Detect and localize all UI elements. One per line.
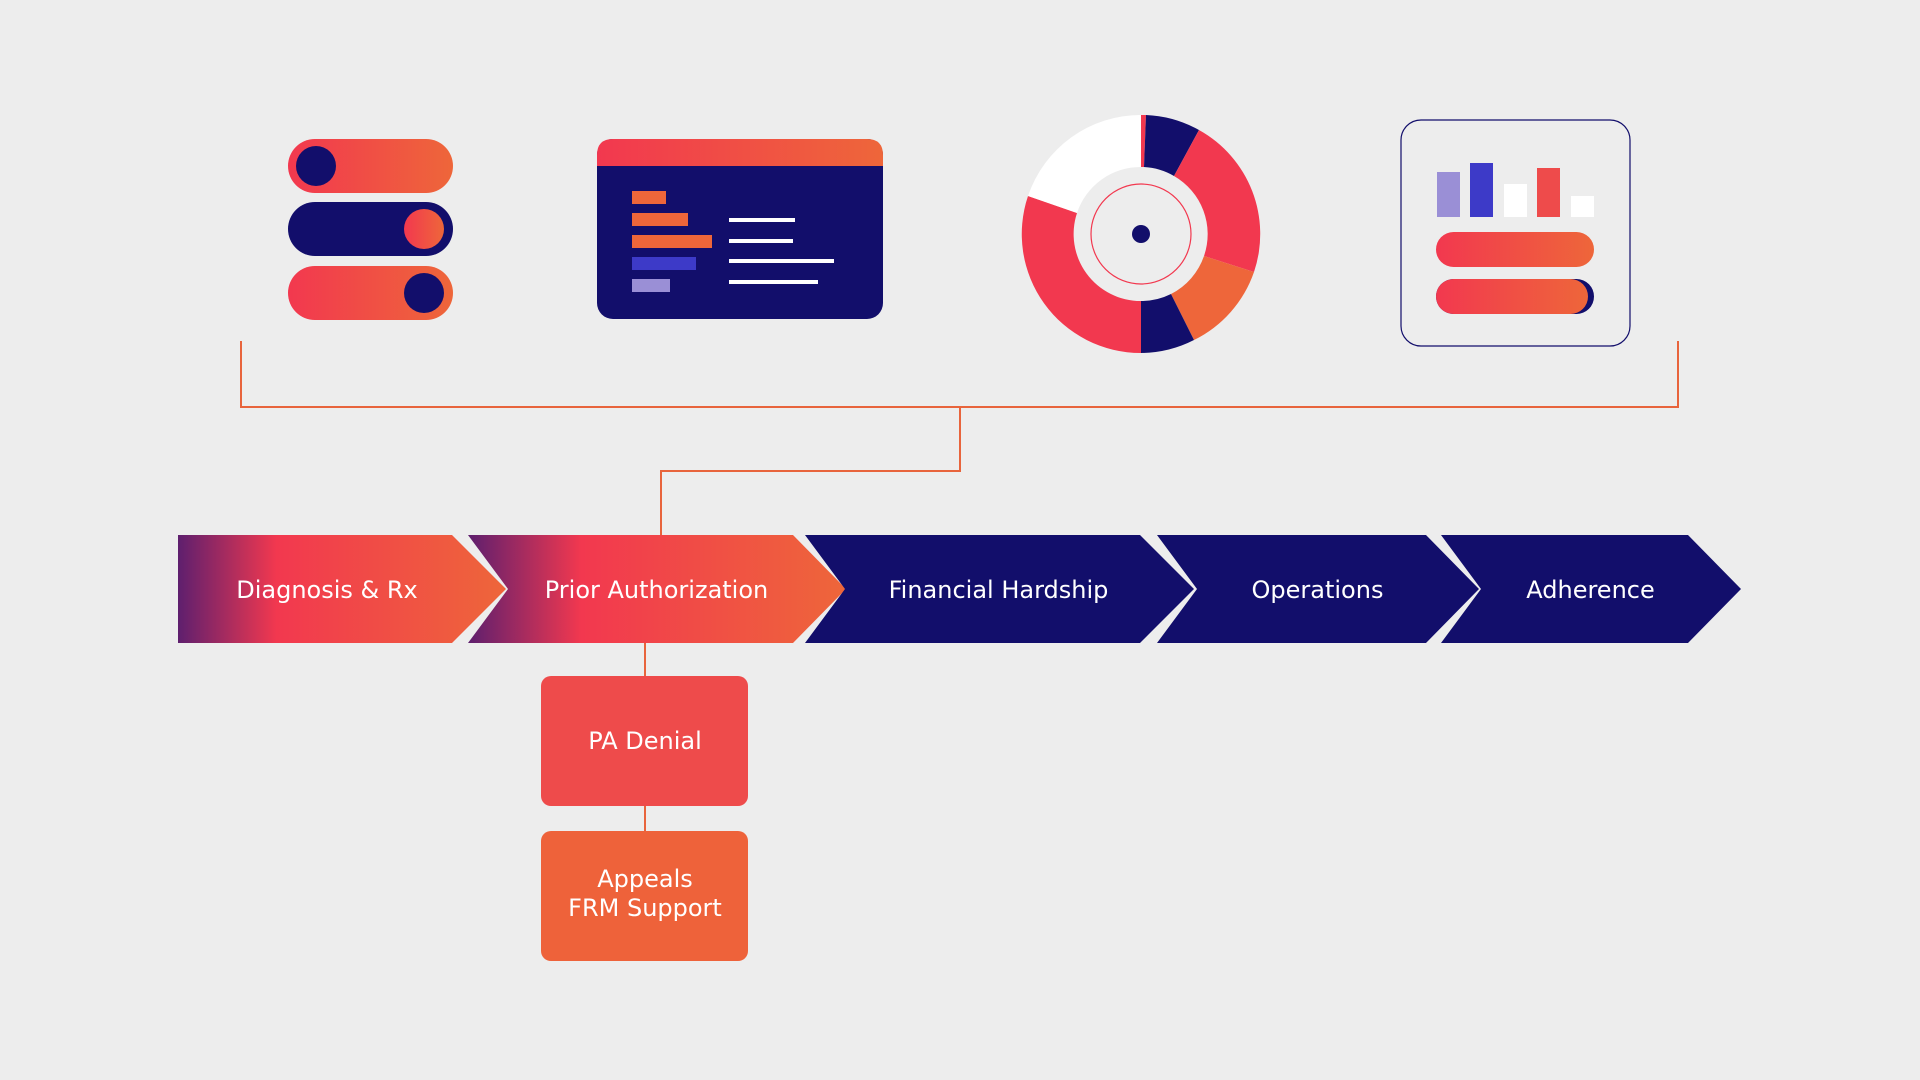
bracket-connector [240, 341, 1679, 832]
card-bar [1437, 172, 1460, 217]
sub-step-label-line2: FRM Support [568, 894, 722, 922]
dashboard-panel-icon [597, 139, 883, 319]
bracket-stem [660, 407, 961, 536]
donut-segment [1141, 114, 1146, 167]
stage-label: Diagnosis & Rx [236, 576, 418, 604]
stage-label: Operations [1252, 576, 1384, 604]
sub-step-label-line1: Appeals [597, 865, 693, 893]
donut-segment [1021, 196, 1141, 354]
panel-bar [632, 279, 670, 292]
donut-chart-icon [1021, 114, 1261, 354]
stage-chevron: Operations [1157, 535, 1479, 643]
panel-text-line [729, 239, 793, 243]
panel-text-line [729, 259, 834, 263]
toggle-knob-top [296, 146, 336, 186]
card-bar [1504, 184, 1527, 217]
panel-bar [632, 191, 666, 204]
bracket-line [240, 341, 1679, 408]
donut-inner-ring [1090, 183, 1192, 285]
panel-text-line [729, 218, 795, 222]
sub-step-1: PA Denial [541, 676, 748, 806]
toggle-knob-bottom [404, 273, 444, 313]
pa-denial-box [541, 676, 748, 806]
stage-label: Adherence [1526, 576, 1654, 604]
stage-chevron: Financial Hardship [805, 535, 1194, 643]
panel-text-line [729, 280, 818, 284]
bar-chart-card-icon [1400, 119, 1631, 347]
donut-segment [1144, 115, 1199, 176]
stage-label: Prior Authorization [545, 576, 769, 604]
panel-body [597, 139, 883, 319]
toggle-switches-icon [288, 139, 453, 320]
stage-chevron-shape [1441, 535, 1741, 643]
panel-bar [632, 213, 688, 226]
stage-chevron: Prior Authorization [468, 535, 846, 643]
panel-bar [632, 257, 696, 270]
card-bar [1571, 196, 1594, 217]
panel-bar [632, 235, 712, 248]
stage-chevron-shape [805, 535, 1194, 643]
card-progress-bar [1436, 232, 1594, 267]
donut-segment [1171, 256, 1254, 340]
stage-chevron-shape [1157, 535, 1479, 643]
stage-chevron-shape [178, 535, 506, 643]
stage-chevron: Adherence [1441, 535, 1741, 643]
stage-chevron: Diagnosis & Rx [178, 535, 506, 643]
stage-label: Financial Hardship [889, 576, 1109, 604]
toggle-knob-middle [404, 209, 444, 249]
appeals-box [541, 831, 748, 961]
panel-header-bar [597, 139, 883, 166]
donut-segment [1028, 114, 1141, 213]
sub-step-2: Appeals FRM Support [541, 831, 748, 961]
donut-segment [1174, 130, 1261, 272]
card-bar [1470, 163, 1493, 217]
donut-segment [1141, 294, 1194, 353]
sub-step-label: PA Denial [588, 727, 701, 755]
donut-center-dot [1132, 225, 1150, 243]
process-chevrons: Diagnosis & Rx Prior Authorization Financi… [178, 535, 1741, 643]
stage-chevron-shape [468, 535, 846, 643]
card-outline [1400, 119, 1631, 347]
card-progress-fill [1436, 279, 1588, 314]
card-bar [1537, 168, 1560, 217]
